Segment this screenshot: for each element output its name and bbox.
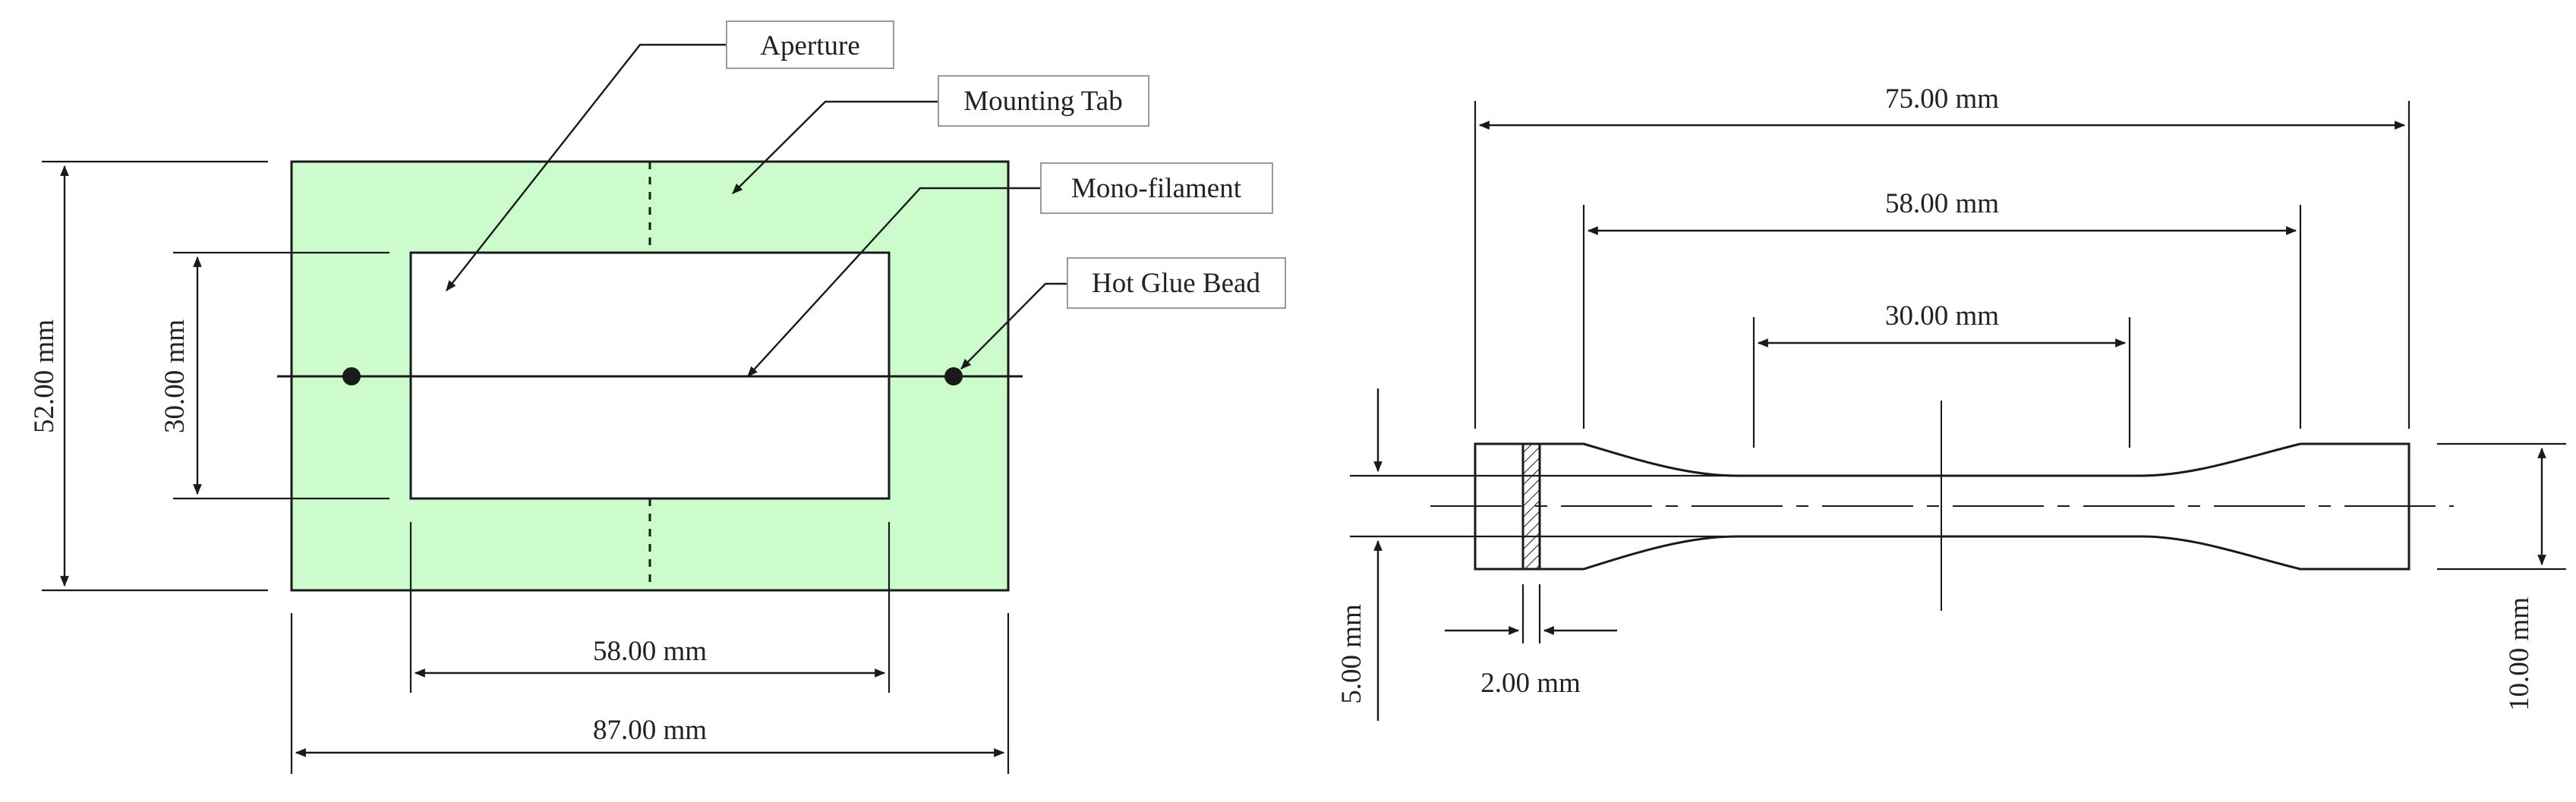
dimension-hatch-width-label: 2.00 mm: [1480, 668, 1581, 699]
dimension-aperture-height-label: 30.00 mm: [159, 319, 191, 433]
dimension-gauge-width-label: 5.00 mm: [1336, 604, 1367, 704]
dimension-gauge-length: 30.00 mm: [1752, 300, 2131, 448]
callout-mounting-tab: Mounting Tab: [732, 75, 1149, 194]
callout-hot-glue-bead: Hot Glue Bead: [960, 257, 1286, 370]
hot-glue-bead-left: [342, 367, 361, 385]
callout-mounting-tab-label: Mounting Tab: [963, 86, 1122, 117]
dimension-end-width-label: 10.00 mm: [2504, 597, 2535, 711]
dimension-tab-width: 87.00 mm: [290, 613, 1010, 774]
specimen-view: 75.00 mm 58.00 mm 30.00 mm 5.00 mm: [1336, 83, 2566, 721]
dimension-overall-length: 75.00 mm: [1474, 83, 2410, 429]
mounting-tab-view: 52.00 mm 30.00 mm 58.00 mm 87.00 mm: [29, 20, 1286, 774]
dimension-aperture-width: 58.00 mm: [409, 522, 891, 693]
dimension-overall-length-label: 75.00 mm: [1885, 83, 1999, 115]
dimension-gauge-width: 5.00 mm: [1336, 388, 1723, 721]
hot-glue-bead-right: [944, 367, 963, 385]
dimension-end-width: 10.00 mm: [2437, 442, 2566, 711]
callout-hot-glue-bead-label: Hot Glue Bead: [1092, 268, 1260, 299]
dimension-tab-height-label: 52.00 mm: [29, 319, 60, 433]
dimension-gauge-length-label: 30.00 mm: [1885, 300, 1999, 332]
callout-mono-filament: Mono-filament: [747, 162, 1273, 377]
dimension-tab-height: 52.00 mm: [29, 160, 268, 592]
dimension-grip-span: 58.00 mm: [1582, 188, 2302, 429]
dimension-aperture-height: 30.00 mm: [159, 251, 389, 500]
callout-aperture: Aperture: [446, 20, 894, 291]
dimension-hatch-width: 2.00 mm: [1445, 584, 1617, 699]
dimension-grip-span-label: 58.00 mm: [1885, 188, 1999, 219]
dimension-tab-width-label: 87.00 mm: [593, 715, 707, 746]
callout-aperture-label: Aperture: [760, 30, 860, 61]
callout-mono-filament-label: Mono-filament: [1071, 173, 1242, 204]
dimension-aperture-width-label: 58.00 mm: [593, 636, 707, 667]
